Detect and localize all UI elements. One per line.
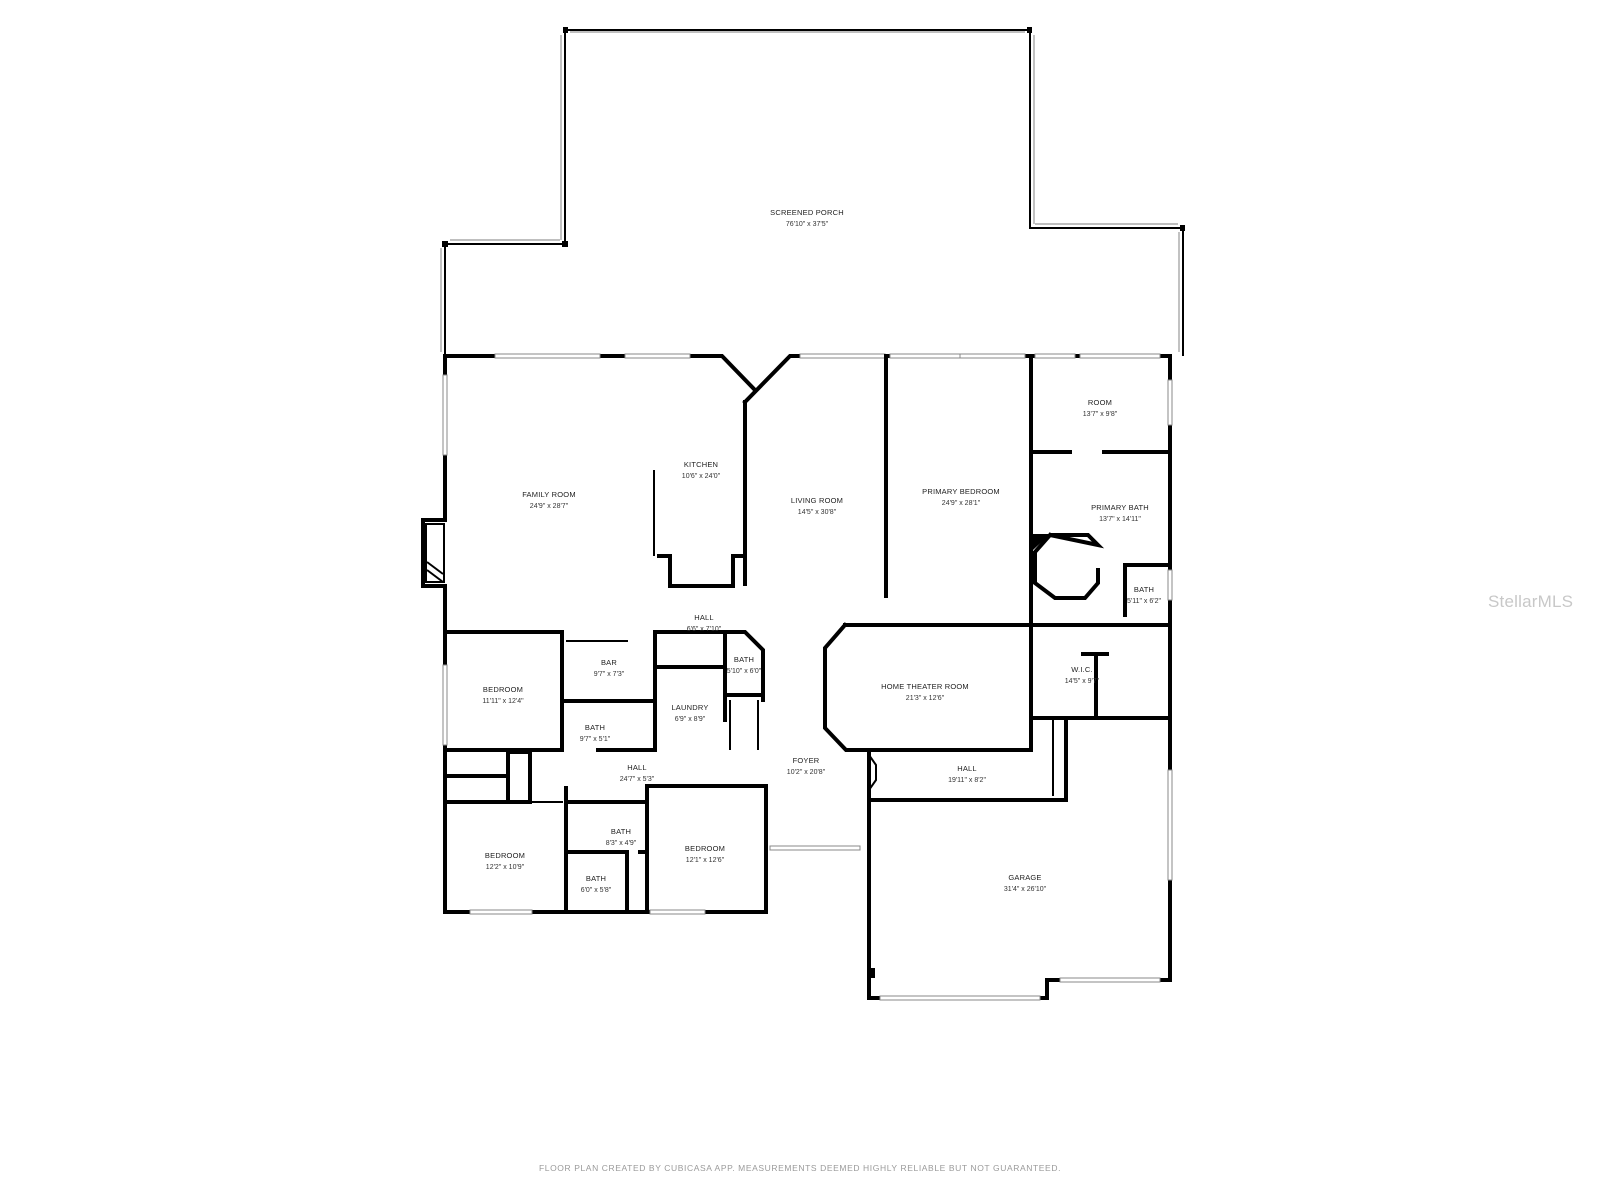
interior-walls [443, 354, 1172, 914]
room-label-kitchen: KITCHEN [684, 460, 718, 469]
screened-porch-outline [440, 27, 1185, 356]
room-label-bar: BAR [601, 658, 617, 667]
room-dimensions-bar: 9'7" x 7'3" [594, 671, 625, 678]
room-dimensions-laundry: 6'9" x 8'9" [675, 716, 706, 723]
room-label-bath-center: BATH [611, 827, 631, 836]
room-dimensions-home-theater: 21'3" x 12'6" [906, 695, 945, 702]
room-dimensions-bath-small: 6'0" x 5'8" [581, 887, 612, 894]
room-label-bath-laundry: BATH [734, 655, 754, 664]
room-dimensions-primary-bedroom: 24'9" x 28'1" [942, 500, 981, 507]
room-label-hall-kitchen: HALL [694, 613, 714, 622]
room-dimensions-bath-center: 8'3" x 4'9" [606, 840, 637, 847]
room-dimensions-bedroom-3: 12'1" x 12'6" [686, 857, 725, 864]
room-dimensions-room: 13'7" x 9'8" [1083, 411, 1118, 418]
room-label-bath-primary-wc: BATH [1134, 585, 1154, 594]
room-dimensions-kitchen: 10'6" x 24'0" [682, 473, 721, 480]
room-dimensions-garage: 31'4" x 26'10" [1004, 886, 1047, 893]
windows [442, 353, 1173, 1001]
room-dimensions-family-room: 24'9" x 28'7" [530, 503, 569, 510]
watermark-logo: StellarMLS [1488, 592, 1574, 611]
room-label-bedroom-1: BEDROOM [483, 685, 523, 694]
room-labels: SCREENED PORCH 76'10" x 37'5" FAMILY ROOM 2… [482, 208, 1161, 894]
room-label-room: ROOM [1088, 398, 1112, 407]
room-dimensions-screened-porch: 76'10" x 37'5" [786, 221, 829, 228]
room-label-foyer: FOYER [793, 756, 820, 765]
footer-disclaimer: FLOOR PLAN CREATED BY CUBICASA APP. MEAS… [538, 1163, 1062, 1173]
room-label-wic: W.I.C. [1071, 665, 1093, 674]
room-label-hall-west: HALL [627, 763, 647, 772]
room-label-screened-porch: SCREENED PORCH [770, 208, 844, 217]
room-dimensions-hall-west: 24'7" x 5'3" [620, 776, 655, 783]
room-dimensions-wic: 14'5" x 9'7" [1065, 678, 1100, 685]
room-dimensions-foyer: 10'2" x 20'8" [787, 769, 826, 776]
room-label-laundry: LAUNDRY [671, 703, 708, 712]
room-label-garage: GARAGE [1008, 873, 1041, 882]
room-label-hall-east: HALL [957, 764, 977, 773]
room-label-bath-bar: BATH [585, 723, 605, 732]
room-label-home-theater: HOME THEATER ROOM [881, 682, 969, 691]
room-dimensions-bath-bar: 9'7" x 5'1" [580, 736, 611, 743]
room-dimensions-bath-laundry: 5'10" x 6'0" [727, 668, 762, 675]
room-label-family-room: FAMILY ROOM [522, 490, 576, 499]
room-label-bedroom-3: BEDROOM [685, 844, 725, 853]
room-label-bedroom-2: BEDROOM [485, 851, 525, 860]
room-dimensions-primary-bath: 13'7" x 14'11" [1099, 516, 1141, 523]
room-label-primary-bath: PRIMARY BATH [1091, 503, 1149, 512]
room-label-primary-bedroom: PRIMARY BEDROOM [922, 487, 1000, 496]
room-dimensions-hall-east: 19'11" x 8'2" [948, 777, 986, 784]
room-label-living-room: LIVING ROOM [791, 496, 843, 505]
room-dimensions-living-room: 14'5" x 30'8" [798, 509, 837, 516]
room-dimensions-bath-primary-wc: 5'11" x 6'2" [1127, 598, 1161, 605]
room-dimensions-hall-kitchen: 6'6" x 7'10" [687, 626, 722, 633]
room-dimensions-bedroom-1: 11'11" x 12'4" [482, 698, 524, 705]
room-label-bath-small: BATH [586, 874, 606, 883]
room-dimensions-bedroom-2: 12'2" x 10'9" [486, 864, 525, 871]
